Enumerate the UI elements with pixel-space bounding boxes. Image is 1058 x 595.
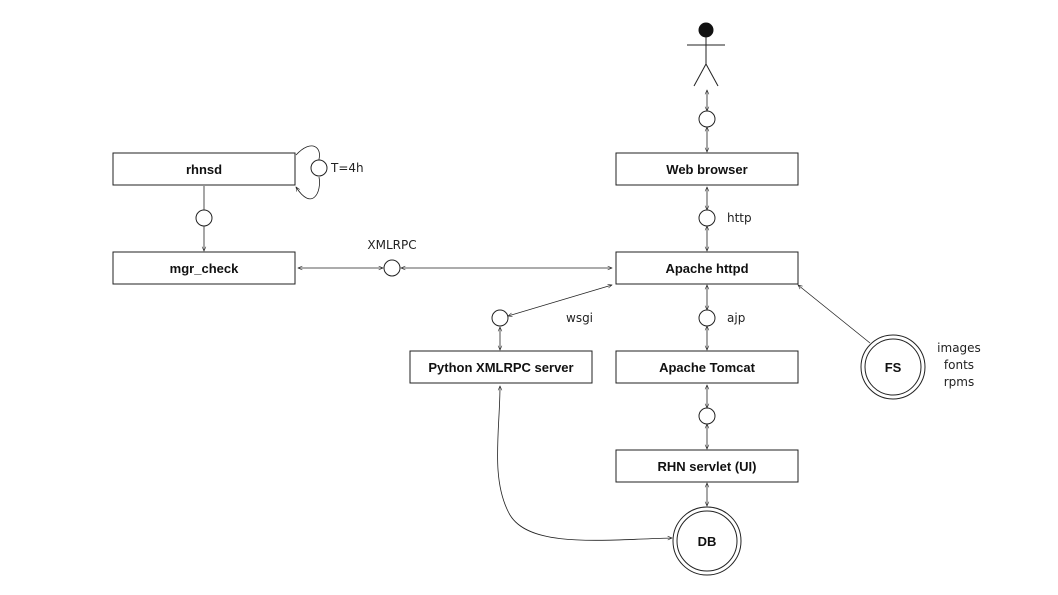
- fs-contents-fonts: fonts: [944, 358, 974, 372]
- xmlrpc-label: XMLRPC: [367, 238, 416, 252]
- apache-to-wsgi-connector: [508, 285, 612, 316]
- db-store: DB: [672, 506, 742, 576]
- rhn-servlet-component: RHN servlet (UI): [615, 449, 799, 483]
- fs-contents-rpms: rpms: [944, 375, 975, 389]
- wsgi-label: wsgi: [566, 311, 593, 325]
- apache-httpd-component: Apache httpd: [615, 251, 799, 285]
- mgr-check-label: mgr_check: [170, 261, 239, 276]
- apache-tomcat-label: Apache Tomcat: [659, 360, 756, 375]
- web-browser-label: Web browser: [666, 162, 747, 177]
- apache-tomcat-component: Apache Tomcat: [615, 350, 799, 384]
- wsgi-iface-circle: [491, 309, 509, 327]
- web-browser-component: Web browser: [615, 152, 799, 186]
- rhnsd-label: rhnsd: [186, 162, 222, 177]
- python-xmlrpc-server-component: Python XMLRPC server: [409, 350, 593, 384]
- ajp-label: ajp: [727, 311, 745, 325]
- timer-iface-circle: [310, 159, 328, 177]
- http-iface-circle: [698, 209, 716, 227]
- rhn-servlet-label: RHN servlet (UI): [658, 459, 757, 474]
- fs-to-apache-connector: [798, 285, 871, 344]
- fs-label: FS: [885, 360, 902, 375]
- ajp-iface-circle: [698, 309, 716, 327]
- fs-contents-images: images: [937, 341, 981, 355]
- mgr-check-component: mgr_check: [112, 251, 296, 285]
- python-xmlrpc-server-label: Python XMLRPC server: [428, 360, 573, 375]
- python-to-db-connector: [497, 386, 673, 541]
- user-actor-icon: [687, 22, 725, 87]
- db-label: DB: [698, 534, 717, 549]
- timer-label: T=4h: [330, 161, 364, 175]
- check-iface-circle: [195, 209, 213, 227]
- apache-httpd-label: Apache httpd: [665, 261, 748, 276]
- fs-store: FS: [860, 334, 926, 400]
- http-label: http: [727, 211, 752, 225]
- xmlrpc-iface-circle: [383, 259, 401, 277]
- rhnsd-timer-loop-connector: [296, 145, 320, 200]
- rhnsd-component: rhnsd: [112, 152, 296, 186]
- servlet-iface-circle: [698, 407, 716, 425]
- browser-iface-circle: [698, 110, 716, 128]
